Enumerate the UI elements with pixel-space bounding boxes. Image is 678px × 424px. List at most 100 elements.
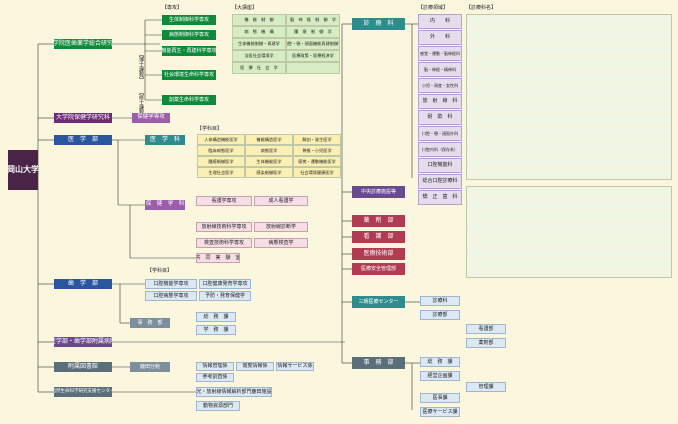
health-major-1: 看護学専攻 <box>196 196 252 206</box>
subject-cell: 生理社会医学 <box>197 167 245 178</box>
majors-header: 【専攻】 <box>162 5 183 11</box>
root-university: 岡山大学 <box>8 150 38 190</box>
center-item-2: 動物資源部門 <box>196 401 240 411</box>
dent-subject-4: 予防・発育保健学 <box>199 291 251 301</box>
subjects-header: 【学科目】 <box>197 126 223 132</box>
area-8: 口腔・顎・顔面外科 <box>418 126 462 141</box>
misasa-item-3: 看護部 <box>466 324 506 334</box>
misasa-item-1: 診療科 <box>420 296 460 306</box>
health-major-3: 検査技術科学専攻 <box>196 238 252 248</box>
subject-cell: 脊椎・小児医学 <box>293 145 341 156</box>
course-cell: 口腔・顎・顔面機能再建制御学 <box>286 38 340 50</box>
subject-cell: 生体機能医学 <box>245 156 293 167</box>
health-subject-2: 放射線診断学 <box>254 222 308 232</box>
misasa-center: 三朝医療センター <box>352 296 405 308</box>
library: 附属図書館 <box>54 362 112 372</box>
course-grid: 機 能 制 御 脳 神 経 制 御 学 病 態 機 構 腫 瘍 制 御 学 生体… <box>232 14 340 74</box>
area-2: 外 科 <box>418 30 462 45</box>
medical-tech-dept: 医療技術部 <box>352 248 405 260</box>
area-10: 口腔機能科 <box>418 158 462 173</box>
misasa-item-4: 薬剤部 <box>466 338 506 348</box>
library-item-3: 情報サービス係 <box>276 362 314 371</box>
central-facilities: 中央診療施設等 <box>352 186 405 198</box>
office-item-1: 総 務 課 <box>420 357 460 367</box>
area-11: 総合口腔診療科 <box>418 174 462 189</box>
course-cell: 法医社会環境学 <box>232 50 286 62</box>
area-3: 感覚・運動・脳神経科 <box>418 46 462 61</box>
clinical-area-header: 【診療領域】 <box>418 5 449 11</box>
major-5: 創薬生命科学専攻 <box>162 95 216 105</box>
major-3: 機能再生・再建科学専攻 <box>162 46 216 56</box>
dent-subject-1: 口腔機能学専攻 <box>145 279 197 289</box>
health-subject-1: 成人看護学 <box>254 196 308 206</box>
major-4: 社会環境生命科学専攻 <box>162 70 216 80</box>
course-cell <box>286 62 340 74</box>
health-major-2: 放射線技術科学専攻 <box>196 222 252 232</box>
center-item-1: 光・放射線情報解析部門鹿田施設 <box>196 387 272 397</box>
library-item-1: 情報管理係 <box>196 362 234 371</box>
common-lab: 共 同 実 験 室 <box>196 253 240 263</box>
area-7: 耐 酔 科 <box>418 110 462 125</box>
library-branch: 鹿田分館 <box>130 362 170 372</box>
course-cell: 機 能 制 御 <box>232 14 286 26</box>
health-major: 保健学専攻 <box>132 113 170 123</box>
major-2: 病態制御科学専攻 <box>162 30 216 40</box>
pharmacy-dept: 薬 剤 部 <box>352 215 405 227</box>
library-item-2: 閲覧情報係 <box>236 362 274 371</box>
master-label: 【修士課程】 <box>138 90 144 120</box>
subject-grid: 人体構造機能医学 機能構造医学 解剖・発生医学 臨床病態医学 病態医学 脊椎・小… <box>197 134 341 178</box>
clinical-departments: 診 療 科 <box>352 18 405 30</box>
safety-dept: 医療安全管理部 <box>352 263 405 275</box>
clinical-name-header: 【診療科名】 <box>466 5 497 11</box>
area-12: 矯 正 歯 科 <box>418 190 462 205</box>
dent-subject-3: 口腔病態学専攻 <box>145 291 197 301</box>
clinical-names-grid <box>466 14 672 180</box>
office-item-4: 医事課 <box>420 393 460 403</box>
subject-cell: 人体構造機能医学 <box>197 134 245 145</box>
area-9: 口腔内科（保存系） <box>418 142 462 157</box>
subject-cell: 感染制御医学 <box>245 167 293 178</box>
subject-cell: 臨床病態医学 <box>197 145 245 156</box>
major-1: 生体制御科学専攻 <box>162 15 216 25</box>
research-support-center: 自然生命科学研究支援センター <box>54 387 112 397</box>
office-item-3: 管理課 <box>466 382 506 392</box>
dent-office: 事 務 部 <box>130 318 170 328</box>
course-cell: 医療政策・医療経済学 <box>286 50 340 62</box>
subject-cell: 腫瘍制御医学 <box>197 156 245 167</box>
subject-cell: 社会環境健康医学 <box>293 167 341 178</box>
course-cell: 病 態 機 構 <box>232 26 286 38</box>
courses-header: 【大講座】 <box>232 5 258 11</box>
subject-cell: 機能構造医学 <box>245 134 293 145</box>
dept-medicine: 医 学 科 <box>145 135 185 145</box>
office-item-2: 経営企画課 <box>420 371 460 381</box>
area-list: 内 科 外 科 感覚・運動・脳神経科 脳・神経・精神科 小児・周産・女性科 放 … <box>418 14 462 206</box>
university-hospital: 医学部・歯学部附属病院 <box>54 337 112 347</box>
health-subject-3: 病態検査学 <box>254 238 308 248</box>
course-cell: 脳 神 経 制 御 学 <box>286 14 340 26</box>
faculty-dentistry: 歯 学 部 <box>54 279 112 289</box>
course-cell: 腫 瘍 制 御 学 <box>286 26 340 38</box>
area-1: 内 科 <box>418 14 462 29</box>
area-5: 小児・周産・女性科 <box>418 78 462 93</box>
library-item-4: 参考調査係 <box>196 373 234 382</box>
graduate-school-medicine: 大学院医歯薬学総合研究科 <box>54 39 112 49</box>
office-item-5: 医療サービス課 <box>420 407 460 417</box>
area-4: 脳・神経・精神科 <box>418 62 462 77</box>
dent-subject-2: 口腔健康発育学専攻 <box>199 279 251 289</box>
central-facilities-grid <box>466 186 672 278</box>
graduate-school-health: 大学院保健学研究科 <box>54 113 112 123</box>
course-cell: 医 療 社 会 学 <box>232 62 286 74</box>
area-6: 放 射 線 科 <box>418 94 462 109</box>
subject-cell: 解剖・発生医学 <box>293 134 341 145</box>
doctoral-label: 【博士課程】 <box>138 52 144 82</box>
nursing-dept: 看 護 部 <box>352 231 405 243</box>
course-cell: 生体機能制御・再建学 <box>232 38 286 50</box>
hospital-office: 事 務 部 <box>352 357 405 369</box>
dept-health: 保 健 学 科 <box>145 200 185 210</box>
subject-cell: 病態医学 <box>245 145 293 156</box>
dent-office-item-2: 学 務 課 <box>196 325 236 335</box>
dent-header: 【学科目】 <box>147 268 173 274</box>
faculty-medicine: 医 学 部 <box>54 135 112 145</box>
dent-office-item-1: 総 務 課 <box>196 312 236 322</box>
